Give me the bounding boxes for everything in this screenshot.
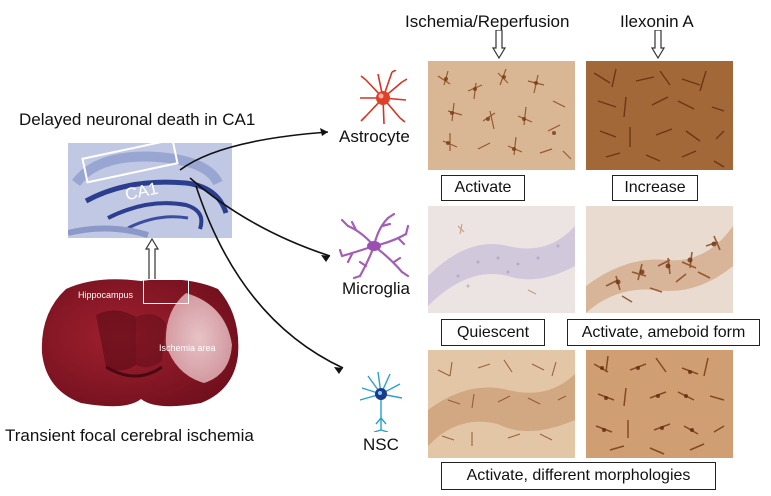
micrograph-astrocyte-ilexonin xyxy=(586,61,733,170)
hippocampus-label: Hippocampus xyxy=(78,290,134,300)
finding-microglia-ilexonin: Activate, ameboid form xyxy=(567,319,760,346)
finding-astrocyte-ir: Activate xyxy=(441,175,525,201)
down-arrow-icon xyxy=(492,30,506,60)
finding-microglia-ir: Quiescent xyxy=(441,319,545,346)
ischemia-area-label: Ischemia area xyxy=(159,343,216,353)
down-arrow-icon xyxy=(651,30,665,60)
left-title: Delayed neuronal death in CA1 xyxy=(19,110,256,129)
finding-astrocyte-ilexonin: Increase xyxy=(612,175,698,201)
micrograph-microglia-ir xyxy=(428,206,575,313)
header-ischemia-reperfusion: Ischemia/Reperfusion xyxy=(405,12,570,31)
brain-section-image xyxy=(36,275,246,410)
micrograph-astrocyte-ir xyxy=(428,61,575,170)
header-ilexonin-a: Ilexonin A xyxy=(620,12,694,31)
bottom-caption: Transient focal cerebral ischemia xyxy=(5,426,254,445)
nsc-icon xyxy=(359,371,403,432)
micrograph-nsc-ilexonin xyxy=(586,350,733,458)
nsc-label: NSC xyxy=(363,435,399,454)
astrocyte-icon xyxy=(360,70,408,125)
astrocyte-label: Astrocyte xyxy=(339,127,410,146)
micrograph-microglia-ilexonin xyxy=(586,206,733,313)
hippocampus-box xyxy=(143,279,189,304)
microglia-label: Microglia xyxy=(342,279,411,298)
microglia-icon xyxy=(338,212,410,280)
finding-nsc-both: Activate, different morphologies xyxy=(441,462,716,490)
micrograph-nsc-ir xyxy=(428,350,575,458)
